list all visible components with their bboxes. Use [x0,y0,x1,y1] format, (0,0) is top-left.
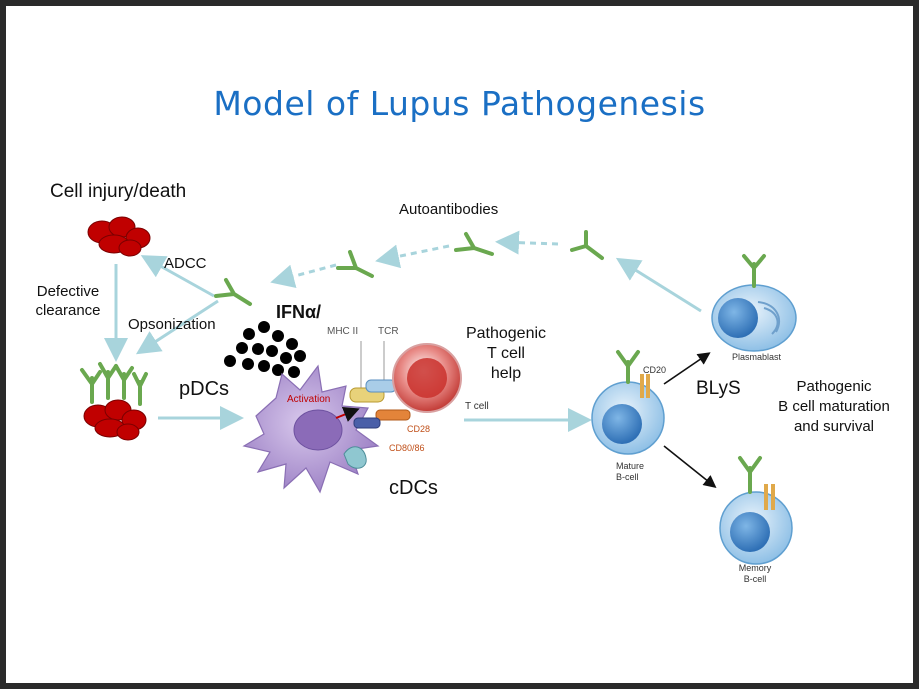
label-ifn: IFNα/ [276,302,322,322]
t-cell [392,343,462,413]
label-cd80: CD80/86 [389,443,425,453]
ifn-particles [224,321,306,378]
label-memory-b: B-cell [743,574,767,584]
pathogenesis-diagram [80,216,797,565]
label-defective-clearance: Defective clearance [28,282,108,320]
label-pathogenic-t: Pathogenic [465,325,547,342]
label-defective: Defective [36,283,100,300]
label-pathogenic-b-maturation: Pathogenic B cell maturation and surviva… [764,377,904,437]
label-clearance: clearance [35,302,101,319]
dendritic-cell [242,364,380,494]
label-mature-b-cell: Mature B-cell [616,461,644,483]
mature-b-cell [591,350,665,455]
bound-antibodies [80,362,148,406]
label-plasmablast: Plasmablast [732,352,782,362]
label-b-cell-maturation: B cell maturation [778,398,890,415]
label-activation: Activation [287,394,331,405]
label-autoantibodies: Autoantibodies [399,201,499,218]
label-pdcs: pDCs [179,378,230,400]
free-antibodies [214,230,604,306]
label-opsonization: Opsonization [128,316,216,333]
plasmablast-cell [711,254,797,352]
cell-debris-top [87,216,151,257]
label-memory-b-cell: Memory B-cell [730,563,780,585]
label-mature: Mature [616,461,645,471]
label-cdcs: cDCs [389,477,438,499]
cell-debris-bottom [83,399,147,441]
label-mhc: MHC II [327,326,359,337]
label-help: help [490,365,522,382]
label-and-survival: and survival [793,418,875,435]
label-memory: Memory [738,563,772,573]
label-cd28: CD28 [407,424,431,434]
label-tcr: TCR [378,326,399,337]
slide: Model of Lupus Pathogenesis [6,6,913,683]
label-blys: BLyS [696,378,741,399]
label-mature-b: B-cell [616,472,639,482]
label-cell-injury: Cell injury/death [50,181,187,202]
label-adcc: ADCC [164,255,207,272]
memory-b-cell [719,456,793,565]
label-pathogenic-t-help: Pathogenic T cell help [451,324,561,384]
label-t-cell-help: T cell [487,345,525,362]
label-pathogenic-b: Pathogenic [796,378,872,395]
label-t-cell: T cell [465,401,489,412]
differentiation-arrows [663,352,717,488]
slide-title: Model of Lupus Pathogenesis [213,84,706,123]
pathway-arrows [104,230,702,432]
label-cd20: CD20 [643,365,667,375]
